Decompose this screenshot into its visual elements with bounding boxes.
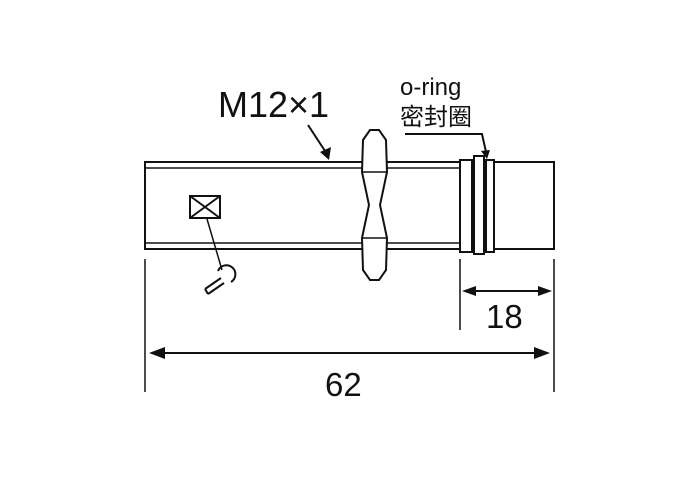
- oring-label-cn: 密封圈: [400, 104, 472, 131]
- wrench-icon: [204, 264, 237, 295]
- wrench-leader: [206, 218, 223, 271]
- indicator-led-icon: [189, 195, 221, 219]
- dimension-cap-length: [462, 286, 552, 296]
- dimension-total-length: [149, 347, 550, 359]
- hex-nut[interactable]: [360, 129, 389, 281]
- extension-lines: [144, 259, 555, 392]
- end-cap: [493, 161, 555, 250]
- thread-label: M12×1: [218, 84, 329, 125]
- o-ring: [459, 155, 495, 255]
- dim-cap-length-label: 18: [486, 298, 523, 335]
- sensor-body: [144, 161, 464, 250]
- dim-total-length-label: 62: [325, 366, 362, 403]
- oring-pointer: [405, 133, 490, 159]
- oring-label-en: o-ring: [400, 74, 461, 101]
- thread-pointer: [307, 124, 331, 160]
